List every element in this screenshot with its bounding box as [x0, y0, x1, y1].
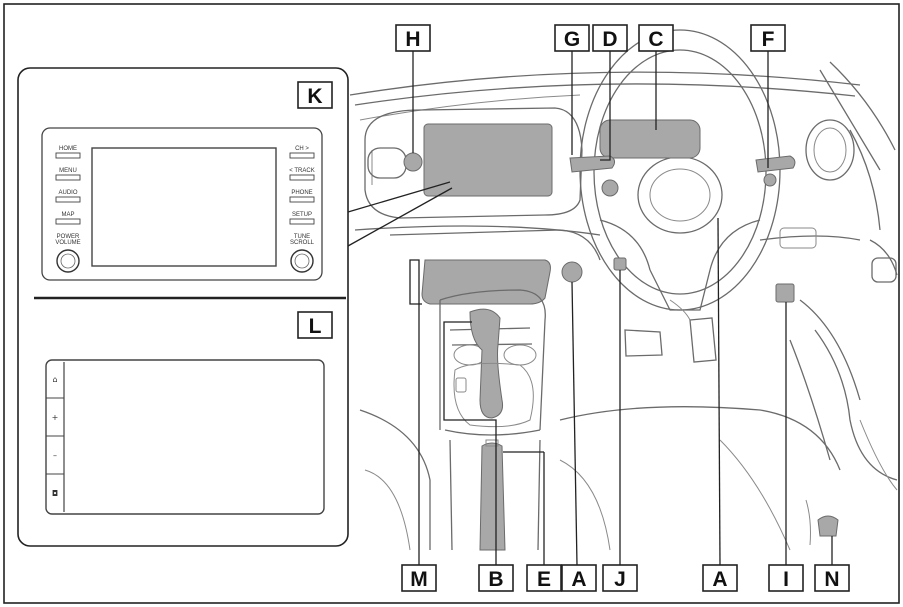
svg-text:J: J	[614, 568, 626, 591]
setup-button[interactable]	[289, 218, 315, 225]
home-side-icon[interactable]: ⌂	[52, 375, 57, 384]
power-volume-knob[interactable]	[56, 249, 80, 273]
svg-text:E: E	[537, 568, 551, 591]
power-knob-label-2: VOLUME	[55, 240, 80, 246]
svg-text:I: I	[783, 568, 789, 591]
minus-side-icon[interactable]: –	[53, 451, 57, 460]
home-button[interactable]	[55, 152, 81, 159]
audio-unit: HOME MENU AUDIO MAP CH > < TRACK PHONE S…	[41, 127, 323, 281]
audio-btn-home-label: HOME	[59, 146, 77, 152]
tune-knob-label-1: TUNE	[294, 234, 310, 240]
svg-text:B: B	[488, 568, 503, 591]
menu-button[interactable]	[55, 174, 81, 181]
svg-text:A: A	[712, 568, 727, 591]
display-unit: ⌂ + – ◘	[45, 359, 325, 515]
power-knob-label-1: POWER	[57, 234, 80, 240]
svg-text:N: N	[824, 568, 839, 591]
ch-button[interactable]	[289, 152, 315, 159]
svg-text:M: M	[410, 568, 428, 591]
audio-screen	[91, 147, 277, 267]
tune-scroll-knob[interactable]	[290, 249, 314, 273]
audio-btn-track-label: < TRACK	[289, 168, 314, 174]
inset-panel: HOME MENU AUDIO MAP CH > < TRACK PHONE S…	[17, 67, 453, 547]
svg-text:H: H	[405, 28, 420, 51]
tune-knob-label-2: SCROLL	[290, 240, 315, 246]
svg-text:F: F	[762, 28, 775, 51]
engine-switch-left	[561, 261, 583, 283]
svg-text:D: D	[602, 28, 617, 51]
hood-release	[775, 283, 795, 303]
svg-text:A: A	[571, 568, 586, 591]
label-E: E	[526, 564, 562, 592]
label-N: N	[814, 564, 850, 592]
label-D: D	[592, 24, 628, 52]
instrument-cluster	[599, 119, 701, 159]
map-button[interactable]	[55, 218, 81, 225]
label-B: B	[478, 564, 514, 592]
label-J: J	[602, 564, 638, 592]
label-M: M	[401, 564, 437, 592]
svg-text:L: L	[309, 315, 322, 338]
center-display	[423, 123, 553, 197]
outer-frame	[3, 3, 900, 604]
audio-btn-menu-label: MENU	[59, 168, 77, 174]
audio-btn-phone-label: PHONE	[291, 190, 312, 196]
audio-btn-map-label: MAP	[61, 212, 74, 218]
climate-panel	[421, 259, 551, 305]
hazard-switch	[403, 152, 423, 172]
label-A-right: A	[702, 564, 738, 592]
label-H: H	[395, 24, 431, 52]
leader-lines	[409, 48, 833, 566]
label-G: G	[554, 24, 590, 52]
audio-button[interactable]	[55, 196, 81, 203]
label-L: L	[297, 311, 333, 339]
label-K: K	[297, 81, 333, 109]
fuel-opener	[817, 515, 839, 537]
audio-btn-audio-label: AUDIO	[58, 190, 77, 196]
label-F: F	[750, 24, 786, 52]
svg-text:K: K	[307, 85, 322, 108]
label-C: C	[638, 24, 674, 52]
plus-side-icon[interactable]: +	[52, 413, 59, 422]
audio-btn-setup-label: SETUP	[292, 212, 312, 218]
label-I: I	[768, 564, 804, 592]
phone-button[interactable]	[289, 196, 315, 203]
track-button[interactable]	[289, 174, 315, 181]
svg-text:G: G	[564, 28, 580, 51]
dashboard-drawing	[349, 29, 898, 551]
power-knob-inner	[60, 253, 76, 269]
tune-knob-inner	[294, 253, 310, 269]
svg-text:C: C	[648, 28, 663, 51]
parking-brake	[479, 442, 506, 551]
label-A-left: A	[561, 564, 597, 592]
audio-btn-ch-label: CH >	[295, 146, 309, 152]
screen-side-icon[interactable]: ◘	[52, 489, 58, 498]
